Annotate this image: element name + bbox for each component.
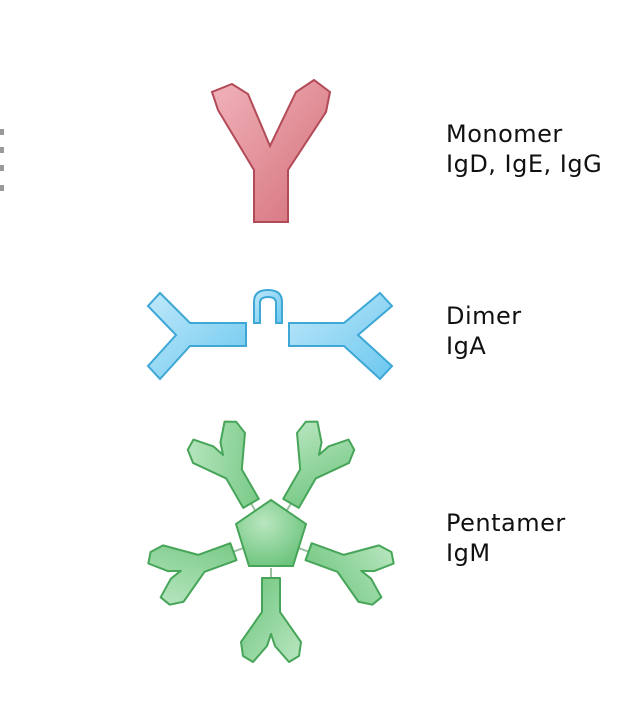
monomer-classes: IgD, IgE, IgG	[446, 150, 603, 178]
pentamer-arm-4	[240, 577, 302, 663]
pentamer-label: Pentamer IgM	[446, 508, 566, 568]
left-edge-marks	[0, 125, 6, 205]
dimer-label: Dimer IgA	[446, 301, 522, 361]
dimer-name: Dimer	[446, 302, 522, 330]
pentamer-antibody-shape	[147, 420, 395, 663]
monomer-antibody-shape	[210, 78, 332, 223]
pentamer-arm-5	[147, 542, 238, 606]
pentamer-arm-1	[186, 420, 260, 509]
pentamer-arm-3	[304, 542, 395, 606]
pentamer-arm-2	[282, 420, 356, 509]
pentamer-name: Pentamer	[446, 509, 566, 537]
monomer-name: Monomer	[446, 120, 563, 148]
dimer-classes: IgA	[446, 332, 487, 360]
pentamer-classes: IgM	[446, 539, 491, 567]
monomer-label: Monomer IgD, IgE, IgG	[446, 119, 602, 179]
dimer-antibody-shape	[146, 288, 394, 381]
